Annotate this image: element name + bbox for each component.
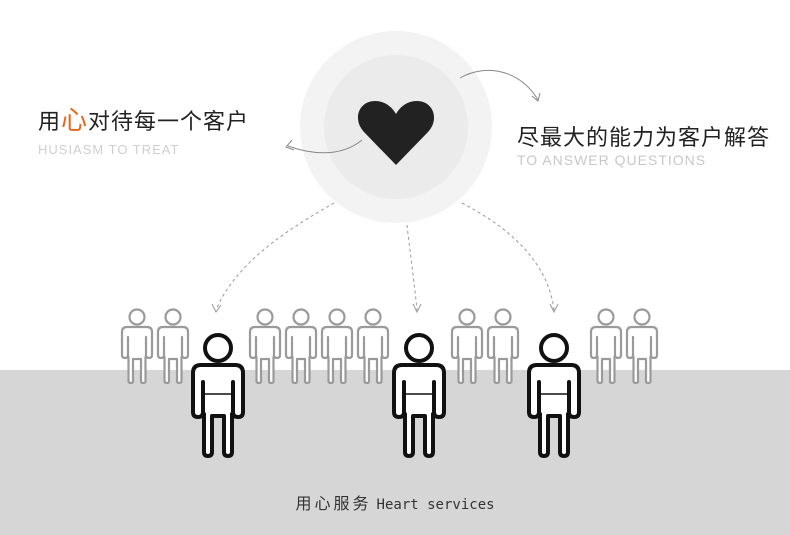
left-heading: 用心对待每一个客户 — [38, 100, 249, 137]
dashed-arrow-left — [215, 202, 335, 311]
person-small-icon — [589, 308, 623, 385]
person-small-icon — [356, 308, 390, 385]
caption-chinese: 用心服务 — [295, 494, 372, 513]
left-curved-arrow — [287, 139, 363, 154]
dashed-arrow-right-head — [549, 303, 559, 314]
left-heading-accent: 心 — [61, 106, 89, 136]
person-large-icon — [392, 333, 446, 458]
person-small-icon — [156, 308, 190, 385]
dashed-arrow-center — [406, 224, 418, 311]
person-small-icon — [625, 308, 659, 385]
left-heading-suffix: 对待每一个客户 — [88, 110, 250, 135]
right-heading: 尽最大的能力为客户解答 — [517, 126, 771, 151]
left-arrow-head — [285, 139, 295, 151]
person-large-icon — [191, 333, 245, 458]
dashed-arrow-center-head — [412, 303, 422, 314]
person-small-icon — [120, 308, 154, 385]
caption-english: Heart services — [376, 497, 495, 513]
heart-icon — [357, 101, 435, 165]
left-subheading: HUSIASM TO TREAT — [38, 142, 180, 157]
person-small-icon — [486, 308, 520, 385]
person-small-icon — [450, 308, 484, 385]
person-small-icon — [248, 308, 282, 385]
left-heading-prefix: 用 — [38, 110, 62, 135]
person-small-icon — [284, 308, 318, 385]
person-small-icon — [320, 308, 354, 385]
person-large-icon — [527, 333, 581, 458]
right-curved-arrow — [459, 69, 539, 101]
right-arrow-head — [531, 92, 541, 102]
dashed-arrow-left-head — [211, 303, 222, 313]
right-subheading: TO ANSWER QUESTIONS — [517, 152, 707, 168]
footer-caption: 用心服务 Heart services — [0, 490, 790, 514]
dashed-arrow-right — [461, 202, 555, 311]
